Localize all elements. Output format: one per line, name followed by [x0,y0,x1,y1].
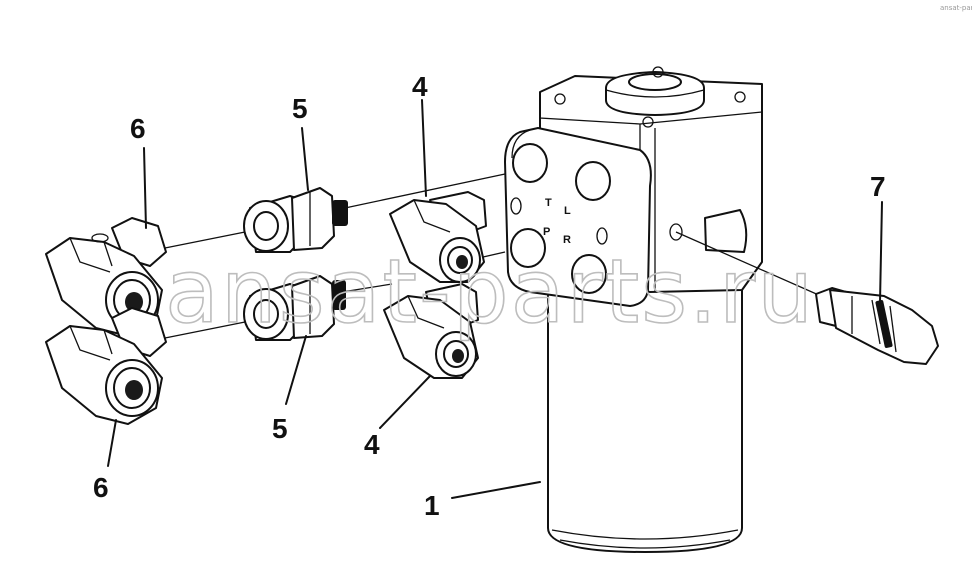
callout-4-top: 4 [412,71,428,102]
corner-text: ansat-parts [940,4,972,12]
part-7-sensor-plug [815,287,939,365]
callout-7: 7 [870,171,886,202]
part-1-steering-unit: T L P R [504,66,763,553]
callout-6-bottom: 6 [93,472,109,503]
port-label-t: T [545,197,552,209]
callout-4-bottom: 4 [364,429,380,460]
part-4-upper-nut [389,191,487,283]
part-4-lower-nut [383,283,479,379]
callout-6-top: 6 [130,113,146,144]
watermark-text: ansat-parts.ru [165,240,815,343]
callout-1: 1 [424,490,440,521]
callout-5-bottom: 5 [272,413,288,444]
callout-5-top: 5 [292,93,308,124]
port-label-p: P [543,226,550,238]
leader-lines [107,99,883,499]
part-5-lower-adapter [243,275,346,341]
part-6-lower-elbow [45,307,167,425]
part-5-upper-adapter [243,187,348,253]
port-label-r: R [563,234,571,246]
port-label-l: L [564,205,571,217]
